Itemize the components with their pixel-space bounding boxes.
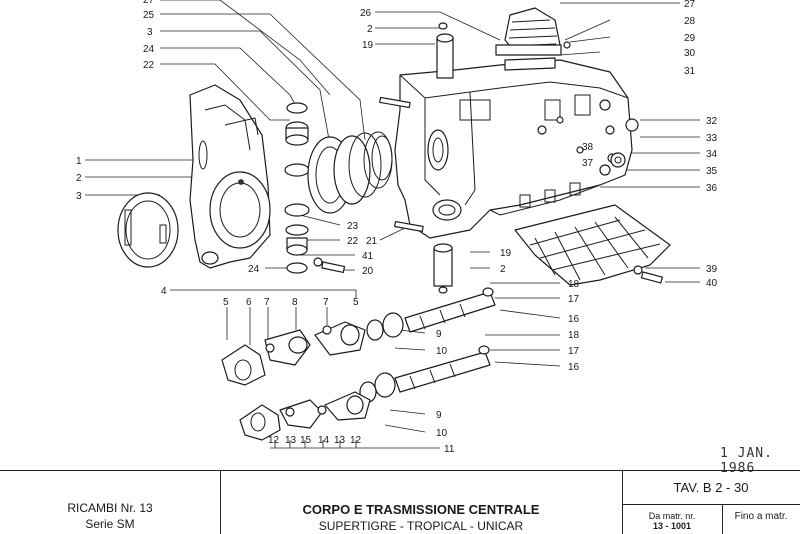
- callout-2-top: 2: [367, 24, 373, 35]
- callout-21: 21: [366, 236, 378, 247]
- callout-7-right: 7: [323, 297, 329, 308]
- callout-18-lower: 18: [568, 330, 580, 341]
- drive-shaft-upper-part: [366, 287, 496, 341]
- callout-23: 23: [347, 221, 359, 232]
- table-number: TAV. B 2 - 30: [622, 471, 800, 505]
- callout-22-top: 22: [143, 60, 155, 71]
- callout-14: 14: [318, 435, 330, 446]
- gearbox-body-part: [394, 59, 633, 239]
- callout-24-top: 24: [143, 44, 155, 55]
- callout-19-top: 19: [362, 40, 374, 51]
- callout-13-right: 13: [334, 435, 346, 446]
- callout-25: 25: [143, 10, 155, 21]
- floor-plate-part: [514, 204, 671, 286]
- drive-shaft-lower-part: [359, 345, 491, 403]
- guide-pin-part: [379, 22, 454, 294]
- callout-27-top: 27: [684, 0, 696, 10]
- drawing-title: CORPO E TRASMISSIONE CENTRALE: [302, 502, 540, 517]
- clutch-rings-part: [307, 131, 393, 214]
- callout-13-left: 13: [285, 435, 297, 446]
- callout-17-lower: 17: [568, 346, 580, 357]
- callout-24-bottom: 24: [248, 264, 260, 275]
- leader-lines: [85, 0, 700, 449]
- callout-29: 29: [684, 33, 696, 44]
- callout-27-left: 27: [143, 0, 155, 6]
- callout-35: 35: [706, 166, 718, 177]
- callout-36: 36: [706, 183, 718, 194]
- callout-31: 31: [684, 66, 696, 77]
- callouts-top: 26 2 19 27 28 29 30 31: [360, 0, 696, 77]
- exploded-parts-drawing: 27 25 3 24 22 1 2 3 23 22 41 24 20 21 4 …: [76, 0, 718, 455]
- callout-22-bottom: 22: [347, 236, 359, 247]
- date-stamp: 1 JAN. 1986: [720, 446, 773, 476]
- title-block-right: TAV. B 2 - 30 Da matr. nr. 13 - 1001 Fin…: [622, 471, 800, 534]
- bearing-stack-part: [284, 102, 310, 274]
- bolts-part: [313, 41, 663, 284]
- callout-26: 26: [360, 8, 372, 19]
- callout-37: 37: [582, 158, 594, 169]
- callout-16-upper: 16: [568, 314, 580, 325]
- callout-32: 32: [706, 116, 718, 127]
- drawing-subtitle: SUPERTIGRE - TROPICAL - UNICAR: [318, 519, 524, 533]
- callout-10-upper: 10: [436, 346, 448, 357]
- title-block: RICAMBI Nr. 13 Serie SM CORPO E TRASMISS…: [0, 470, 800, 534]
- from-serial-label: Da matr. nr.: [648, 511, 696, 521]
- callout-33: 33: [706, 133, 718, 144]
- callout-15: 15: [300, 435, 312, 446]
- callout-12-left: 12: [268, 435, 280, 446]
- callouts-left: 27 25 3 24 22 1 2 3 23 22 41 24 20 21 4: [76, 0, 378, 297]
- ricambi-number: RICAMBI Nr. 13: [67, 501, 153, 515]
- callout-9-lower: 9: [436, 410, 442, 421]
- side-fittings-part: [537, 118, 639, 176]
- callout-20: 20: [362, 266, 374, 277]
- callout-18-upper: 18: [568, 279, 580, 290]
- gear-lever-boot-part: [495, 7, 562, 71]
- callout-40: 40: [706, 278, 718, 289]
- callout-9-upper: 9: [436, 329, 442, 340]
- callout-17-upper: 17: [568, 294, 580, 305]
- title-block-center: CORPO E TRASMISSIONE CENTRALE SUPERTIGRE…: [220, 471, 623, 534]
- callout-39: 39: [706, 264, 718, 275]
- callout-28: 28: [684, 16, 696, 27]
- joint-labels-bottom: 12 13 15 14 13 12: [268, 435, 362, 446]
- callouts-shafts: 18 17 16 9 10 18 17 16 9 10 11: [436, 279, 580, 455]
- joint-labels-top: 5 6 7 8 7 5: [223, 297, 359, 308]
- callout-1: 1: [76, 156, 82, 167]
- callout-4: 4: [161, 286, 167, 297]
- to-serial-label: Fino a matr.: [734, 511, 788, 522]
- callout-10-lower: 10: [436, 428, 448, 439]
- callout-11: 11: [444, 444, 455, 455]
- title-block-left: RICAMBI Nr. 13 Serie SM: [0, 471, 221, 534]
- callout-5-left: 5: [223, 297, 229, 308]
- callout-34: 34: [706, 149, 718, 160]
- universal-joint-lower-part: [239, 391, 371, 441]
- callout-16-lower: 16: [568, 362, 580, 373]
- callouts-right: 32 33 34 35 36 38 37 19 2 39 40: [500, 116, 718, 289]
- from-serial-value: 13 - 1001: [652, 521, 692, 531]
- callout-2-bottom: 2: [500, 264, 506, 275]
- callout-38: 38: [582, 142, 594, 153]
- callout-3-top: 3: [147, 27, 153, 38]
- callout-41: 41: [362, 251, 374, 262]
- callout-19-bottom: 19: [500, 248, 512, 259]
- callout-7-left: 7: [264, 297, 270, 308]
- callout-6: 6: [246, 297, 252, 308]
- callout-5-right: 5: [353, 297, 359, 308]
- to-serial-cell: Fino a matr.: [722, 504, 800, 534]
- callout-30: 30: [684, 48, 696, 59]
- serie-label: Serie SM: [85, 517, 135, 531]
- universal-joint-upper-part: [221, 321, 366, 386]
- front-housing-part: [189, 84, 271, 269]
- callout-3-left: 3: [76, 191, 82, 202]
- seal-ring-part: [117, 192, 179, 268]
- callout-12-right: 12: [350, 435, 362, 446]
- callout-8: 8: [292, 297, 298, 308]
- callout-2-left: 2: [76, 173, 82, 184]
- from-serial-cell: Da matr. nr. 13 - 1001: [622, 504, 723, 534]
